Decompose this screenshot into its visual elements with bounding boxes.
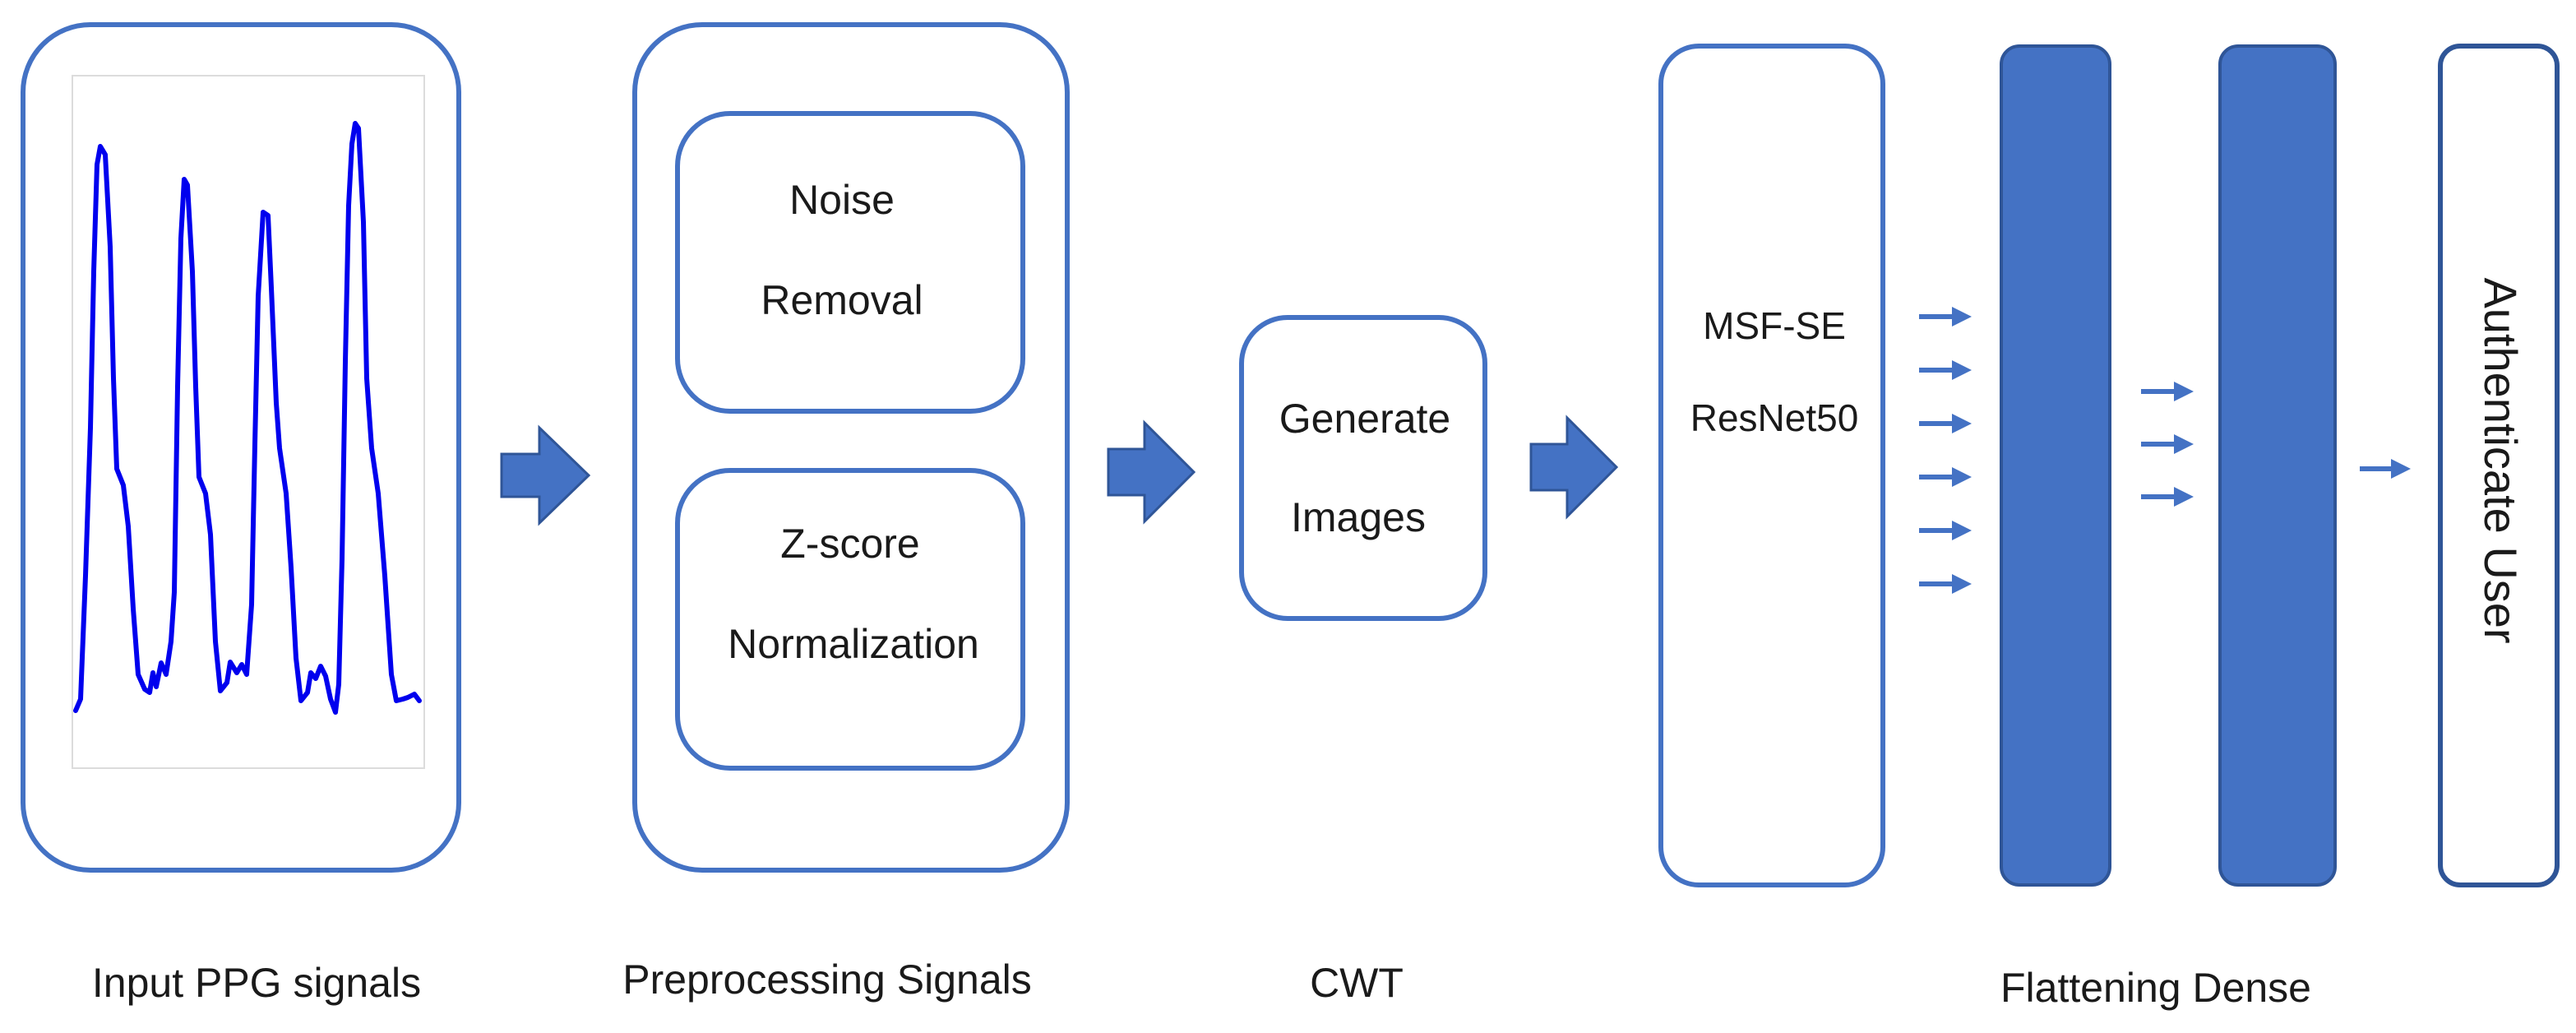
- noise-removal-box: [675, 111, 1025, 414]
- generate-images-box: [1239, 315, 1487, 621]
- msf-se-resnet50-block: [1658, 44, 1885, 887]
- preprocessing-stage: Noise Removal Z-score Normalization Prep…: [622, 22, 1070, 1003]
- input-stage: Input PPG signals: [21, 22, 461, 1006]
- zscore-line2: Normalization: [728, 621, 979, 667]
- flatten-to-dense-arrows: [2141, 382, 2194, 507]
- authenticate-user-block: [2438, 44, 2560, 887]
- preprocessing-caption: Preprocessing Signals: [622, 957, 1032, 1003]
- flattening-dense-caption: Flattening Dense: [2000, 965, 2311, 1011]
- right-block-arrow-icon: [1529, 415, 1619, 520]
- backbone-to-flatten-arrows: [1919, 307, 1972, 594]
- cwt-caption: CWT: [1310, 960, 1404, 1006]
- noise-removal-line1: Noise: [789, 177, 895, 223]
- generate-images-line2: Images: [1291, 494, 1426, 540]
- cwt-stage: Generate Images CWT: [1239, 315, 1487, 1006]
- model-stage: MSF-SE ResNet50 Authenticate User Flatte…: [1658, 44, 2560, 1011]
- input-caption: Input PPG signals: [92, 960, 421, 1006]
- backbone-line1: MSF-SE: [1703, 304, 1846, 347]
- dense-layer: [2218, 44, 2337, 887]
- backbone-line2: ResNet50: [1690, 396, 1859, 439]
- noise-removal-line2: Removal: [761, 277, 923, 323]
- ppg-signal-waveform: [73, 121, 422, 715]
- zscore-normalization-box: [675, 468, 1025, 771]
- zscore-line1: Z-score: [780, 521, 919, 567]
- right-block-arrow-icon: [500, 424, 591, 526]
- authenticate-user-label: Authenticate User: [2475, 277, 2527, 643]
- generate-images-line1: Generate: [1279, 396, 1450, 442]
- flattening-layer: [2000, 44, 2111, 887]
- right-block-arrow-icon: [1107, 419, 1196, 525]
